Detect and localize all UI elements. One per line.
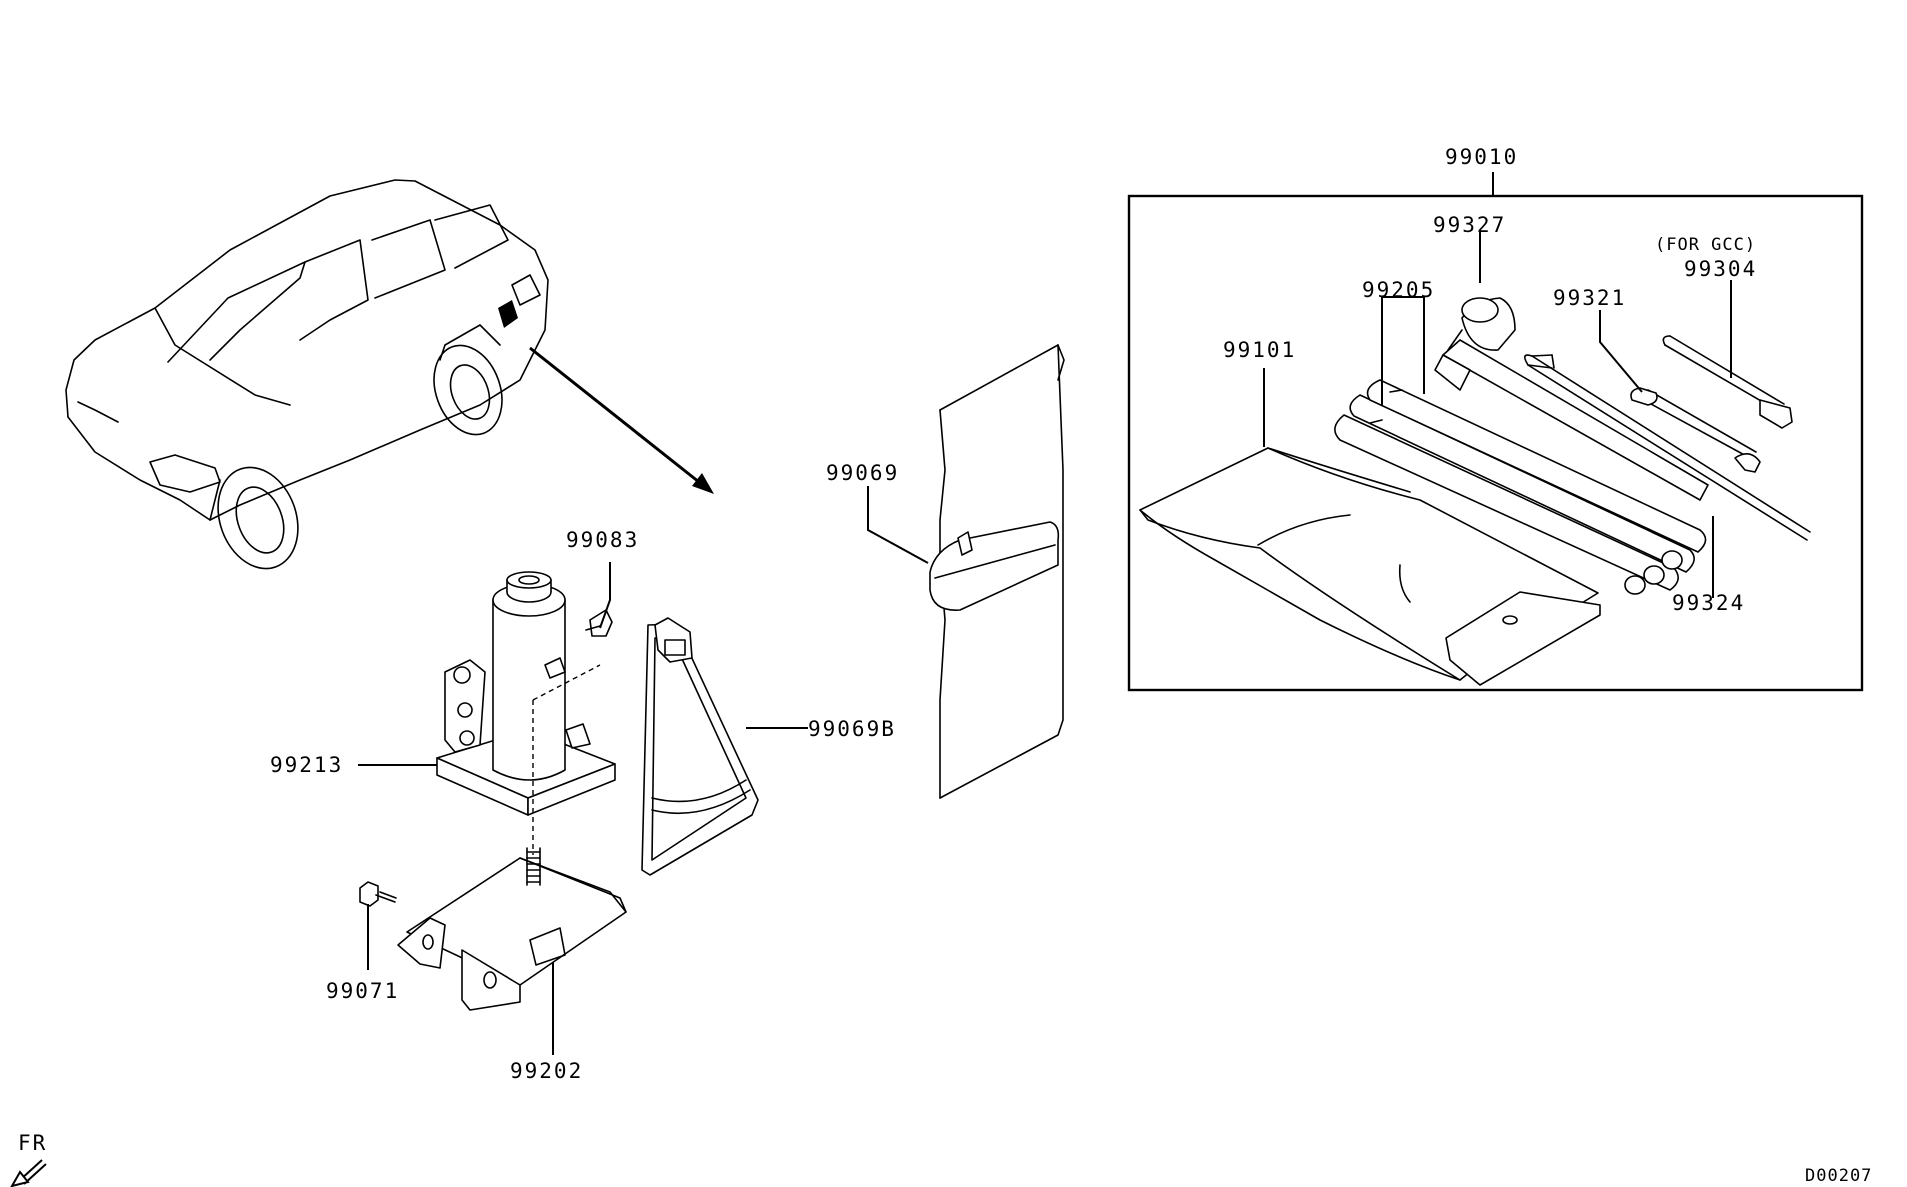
part-label-99205: 99205 [1362, 278, 1435, 302]
diagram-code: D00207 [1805, 1166, 1872, 1186]
part-label-99069: 99069 [826, 461, 899, 485]
release-knob [585, 609, 613, 637]
part-label-99213: 99213 [270, 753, 343, 777]
leader-lines [358, 172, 1732, 1055]
front-direction-arrow-icon [10, 1159, 47, 1187]
jack-bracket [397, 847, 627, 1011]
part-label-99069b: 99069B [808, 717, 896, 741]
part-labels: 99010 99327 99205 99321 (FOR GCC) 99304 … [270, 145, 1757, 1083]
bolt [359, 881, 397, 907]
part-label-99324: 99324 [1672, 591, 1745, 615]
jack-holder-frame [641, 617, 759, 876]
part-label-99202: 99202 [510, 1059, 583, 1083]
bottle-jack [436, 571, 616, 855]
part-label-99101: 99101 [1223, 338, 1296, 362]
front-direction-indicator: FR [10, 1131, 47, 1187]
part-label-99327: 99327 [1433, 213, 1506, 237]
location-arrow [529, 346, 714, 494]
front-direction-label: FR [18, 1131, 47, 1155]
part-label-99010: 99010 [1445, 145, 1518, 169]
tool-kit-box [1127, 194, 1864, 692]
trim-panel-strap [929, 344, 1065, 799]
part-note-for-gcc: (FOR GCC) [1655, 235, 1756, 255]
part-label-99321: 99321 [1553, 286, 1626, 310]
part-label-99071: 99071 [326, 979, 399, 1003]
vehicle-illustration [65, 179, 549, 570]
part-label-99304: 99304 [1684, 257, 1757, 281]
part-label-99083: 99083 [566, 528, 639, 552]
